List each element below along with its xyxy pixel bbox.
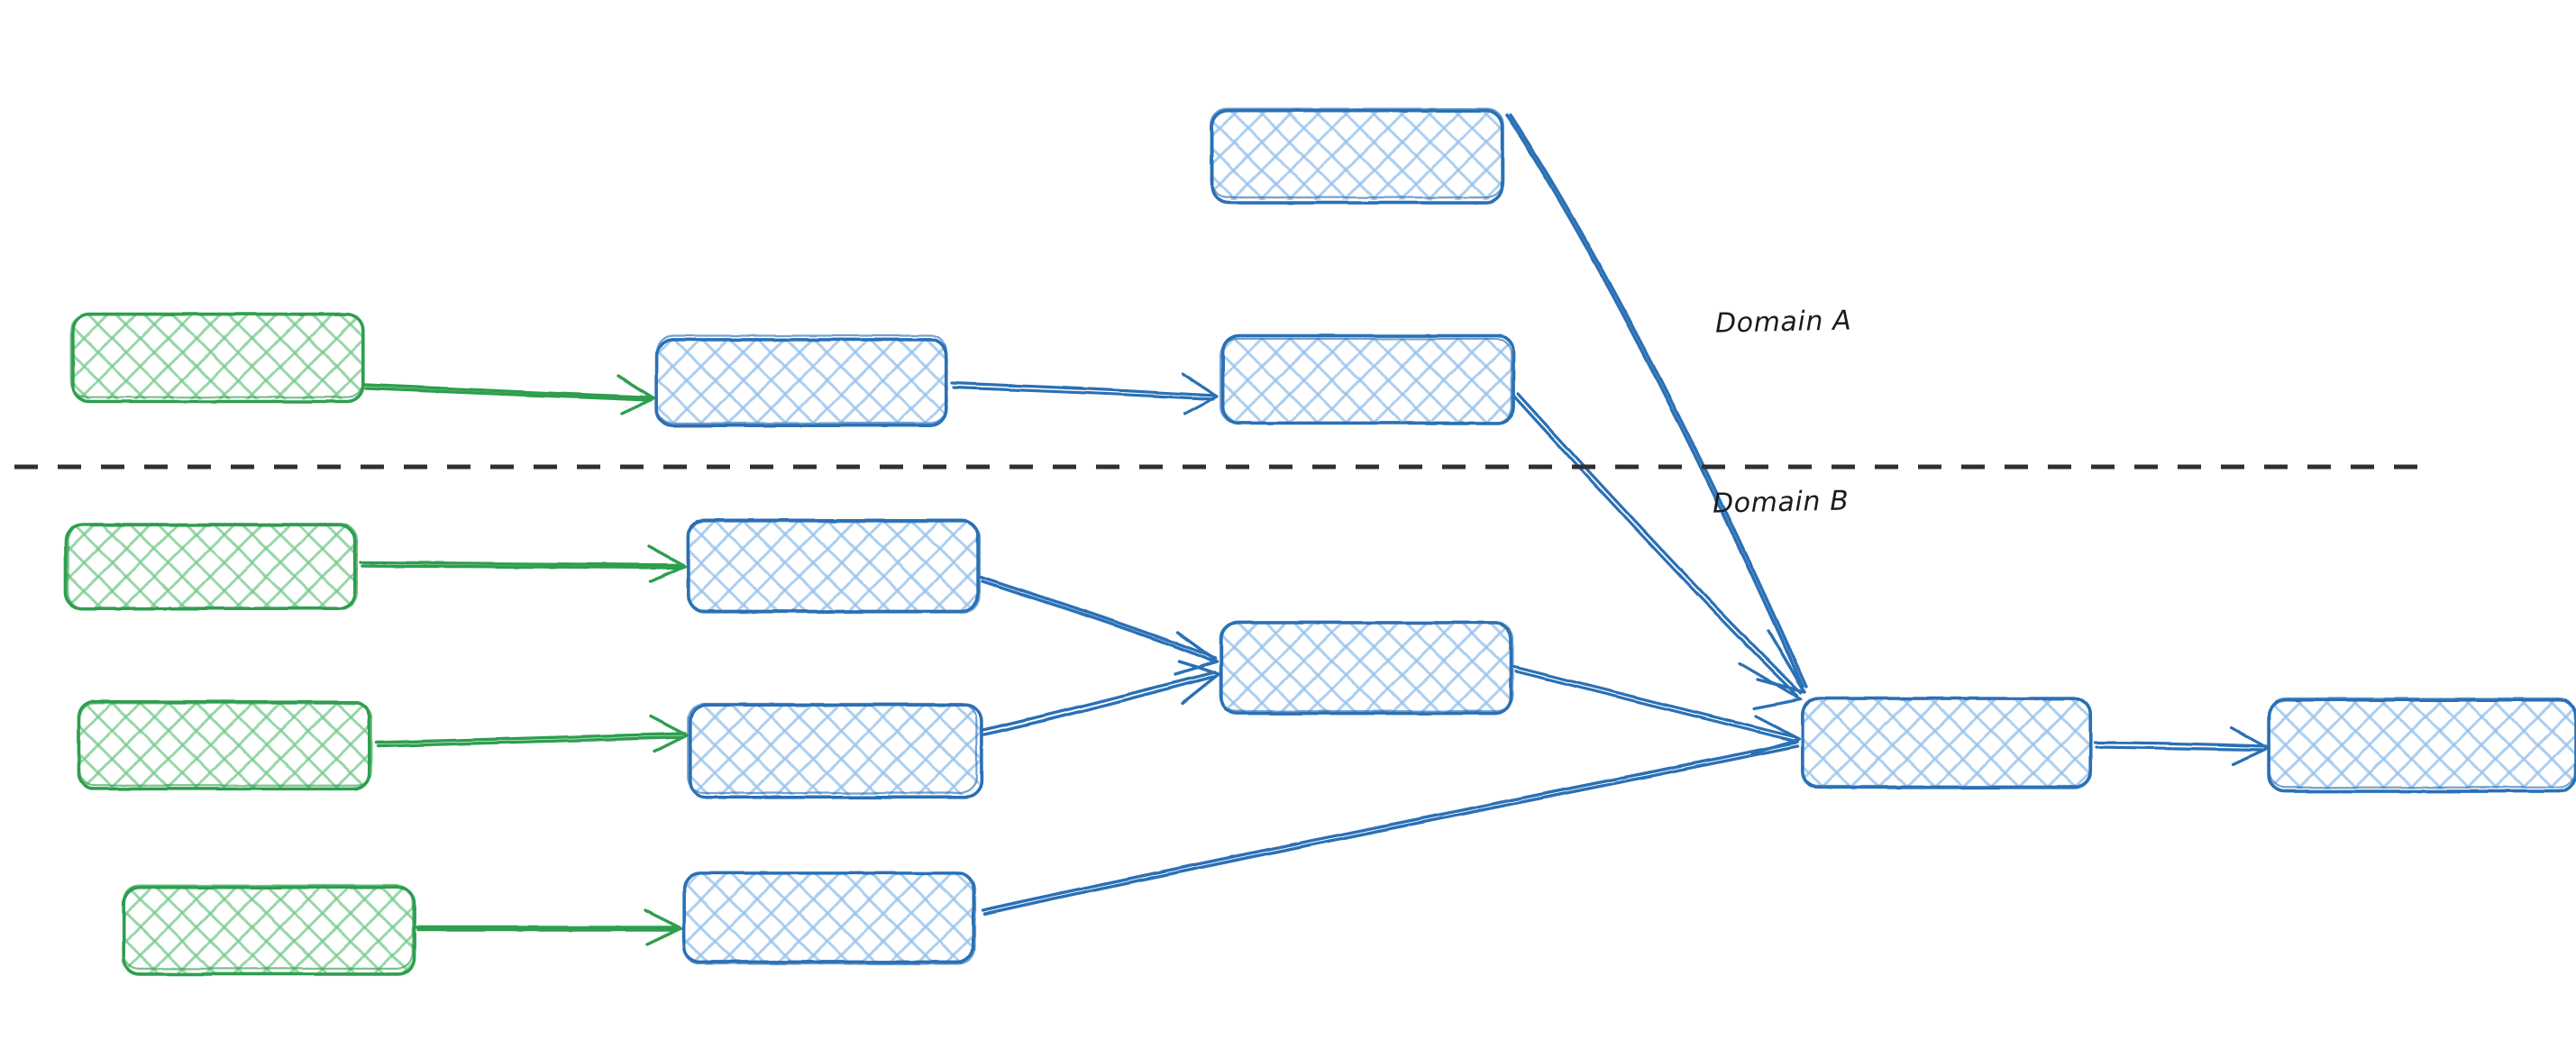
- node-b1[interactable]: [654, 334, 948, 427]
- node-outline: [1219, 621, 1514, 713]
- node-g1[interactable]: [69, 312, 365, 404]
- node-outline: [687, 702, 978, 795]
- domain-a-label: Domain A: [1714, 305, 1852, 340]
- edge-b2-to-b7: [979, 575, 1219, 676]
- node-fill: [658, 338, 948, 423]
- edge-g1-to-b1: [362, 374, 656, 415]
- node-b4[interactable]: [682, 871, 976, 965]
- domain-b-label: Domain B: [1712, 485, 1850, 520]
- node-outline: [1210, 107, 1504, 199]
- node-outline: [689, 703, 983, 799]
- node-outline: [683, 872, 976, 965]
- edge-b1-to-b6: [950, 372, 1219, 415]
- node-outline: [2268, 697, 2576, 789]
- node-fill: [68, 523, 358, 607]
- node-fill: [685, 874, 975, 964]
- edge-g3-to-b3: [375, 715, 689, 753]
- edge-b6-to-b8: [1512, 392, 1803, 710]
- node-outline: [122, 884, 414, 971]
- node-b9[interactable]: [2267, 697, 2576, 793]
- node-fill: [124, 888, 415, 972]
- node-b2[interactable]: [686, 518, 982, 614]
- node-fill: [79, 703, 370, 788]
- node-outline: [1801, 697, 2093, 788]
- node-outline: [1219, 337, 1512, 424]
- edge-b5-to-b8: [1505, 114, 1808, 694]
- node-fill: [72, 315, 362, 399]
- node-b7[interactable]: [1219, 621, 1514, 716]
- node-fill: [1221, 622, 1512, 712]
- edge-b8-to-b9: [2093, 726, 2270, 766]
- node-fill: [690, 521, 980, 611]
- node-b6[interactable]: [1219, 333, 1515, 425]
- node-outline: [67, 523, 359, 610]
- node-outline: [69, 314, 365, 398]
- node-g2[interactable]: [64, 523, 359, 610]
- node-layer: [64, 107, 2576, 976]
- node-b5[interactable]: [1210, 107, 1504, 205]
- node-g4[interactable]: [122, 884, 416, 976]
- edge-g4-to-b4: [415, 908, 683, 946]
- node-outline: [1210, 108, 1504, 205]
- node-b3[interactable]: [687, 702, 983, 799]
- node-fill: [2270, 698, 2576, 789]
- node-b8[interactable]: [1801, 697, 2093, 789]
- node-outline: [78, 702, 373, 787]
- edge-layer: [359, 114, 2270, 946]
- edge-g2-to-b2: [359, 544, 687, 583]
- node-fill: [1803, 698, 2091, 789]
- edge-b3-to-b7: [981, 660, 1220, 736]
- node-fill: [1221, 338, 1512, 423]
- node-g3[interactable]: [77, 699, 373, 791]
- edge-b4-to-b8: [981, 741, 1799, 916]
- node-outline: [655, 334, 948, 424]
- node-fill: [1210, 110, 1501, 200]
- node-fill: [690, 705, 980, 795]
- node-outline: [687, 520, 982, 614]
